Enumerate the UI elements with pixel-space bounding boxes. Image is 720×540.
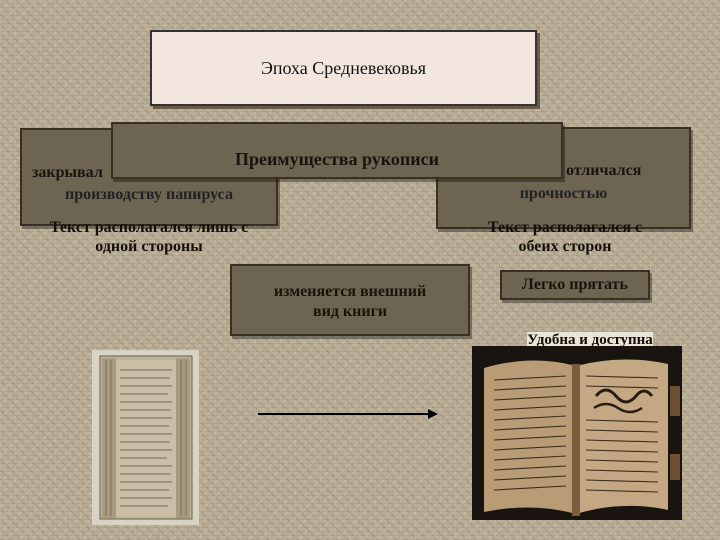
right-caption-line1: Текст располагался с bbox=[440, 218, 690, 237]
advantages-header-text: Преимущества рукописи bbox=[235, 149, 439, 169]
left-caption: Текст располагался лишь с одной стороны bbox=[18, 218, 280, 256]
hide-box: Легко прятать bbox=[500, 270, 650, 300]
right-caption: Текст располагался с обеих сторон bbox=[440, 218, 690, 256]
title-text: Эпоха Средневековья bbox=[261, 58, 426, 79]
left-box-line2: производству папируса bbox=[22, 186, 276, 204]
codex-book-image bbox=[472, 346, 682, 520]
right-caption-line2: обеих сторон bbox=[440, 237, 690, 256]
change-box-line2: вид книги bbox=[232, 302, 468, 322]
scroll-image bbox=[92, 350, 199, 525]
left-caption-line1: Текст располагался лишь с bbox=[18, 218, 280, 237]
left-caption-line2: одной стороны bbox=[18, 237, 280, 256]
right-box-line1: отличался bbox=[566, 162, 641, 180]
advantages-header-box: Преимущества рукописи bbox=[111, 122, 563, 179]
change-box: изменяется внешний вид книги bbox=[230, 264, 470, 336]
hide-box-text: Легко прятать bbox=[522, 276, 628, 293]
arrow-icon bbox=[258, 406, 438, 422]
title-box: Эпоха Средневековья bbox=[150, 30, 537, 106]
right-box-line2: прочностью bbox=[438, 185, 689, 203]
left-box-line1: закрывал bbox=[32, 164, 103, 182]
change-box-line1: изменяется внешний bbox=[232, 282, 468, 302]
